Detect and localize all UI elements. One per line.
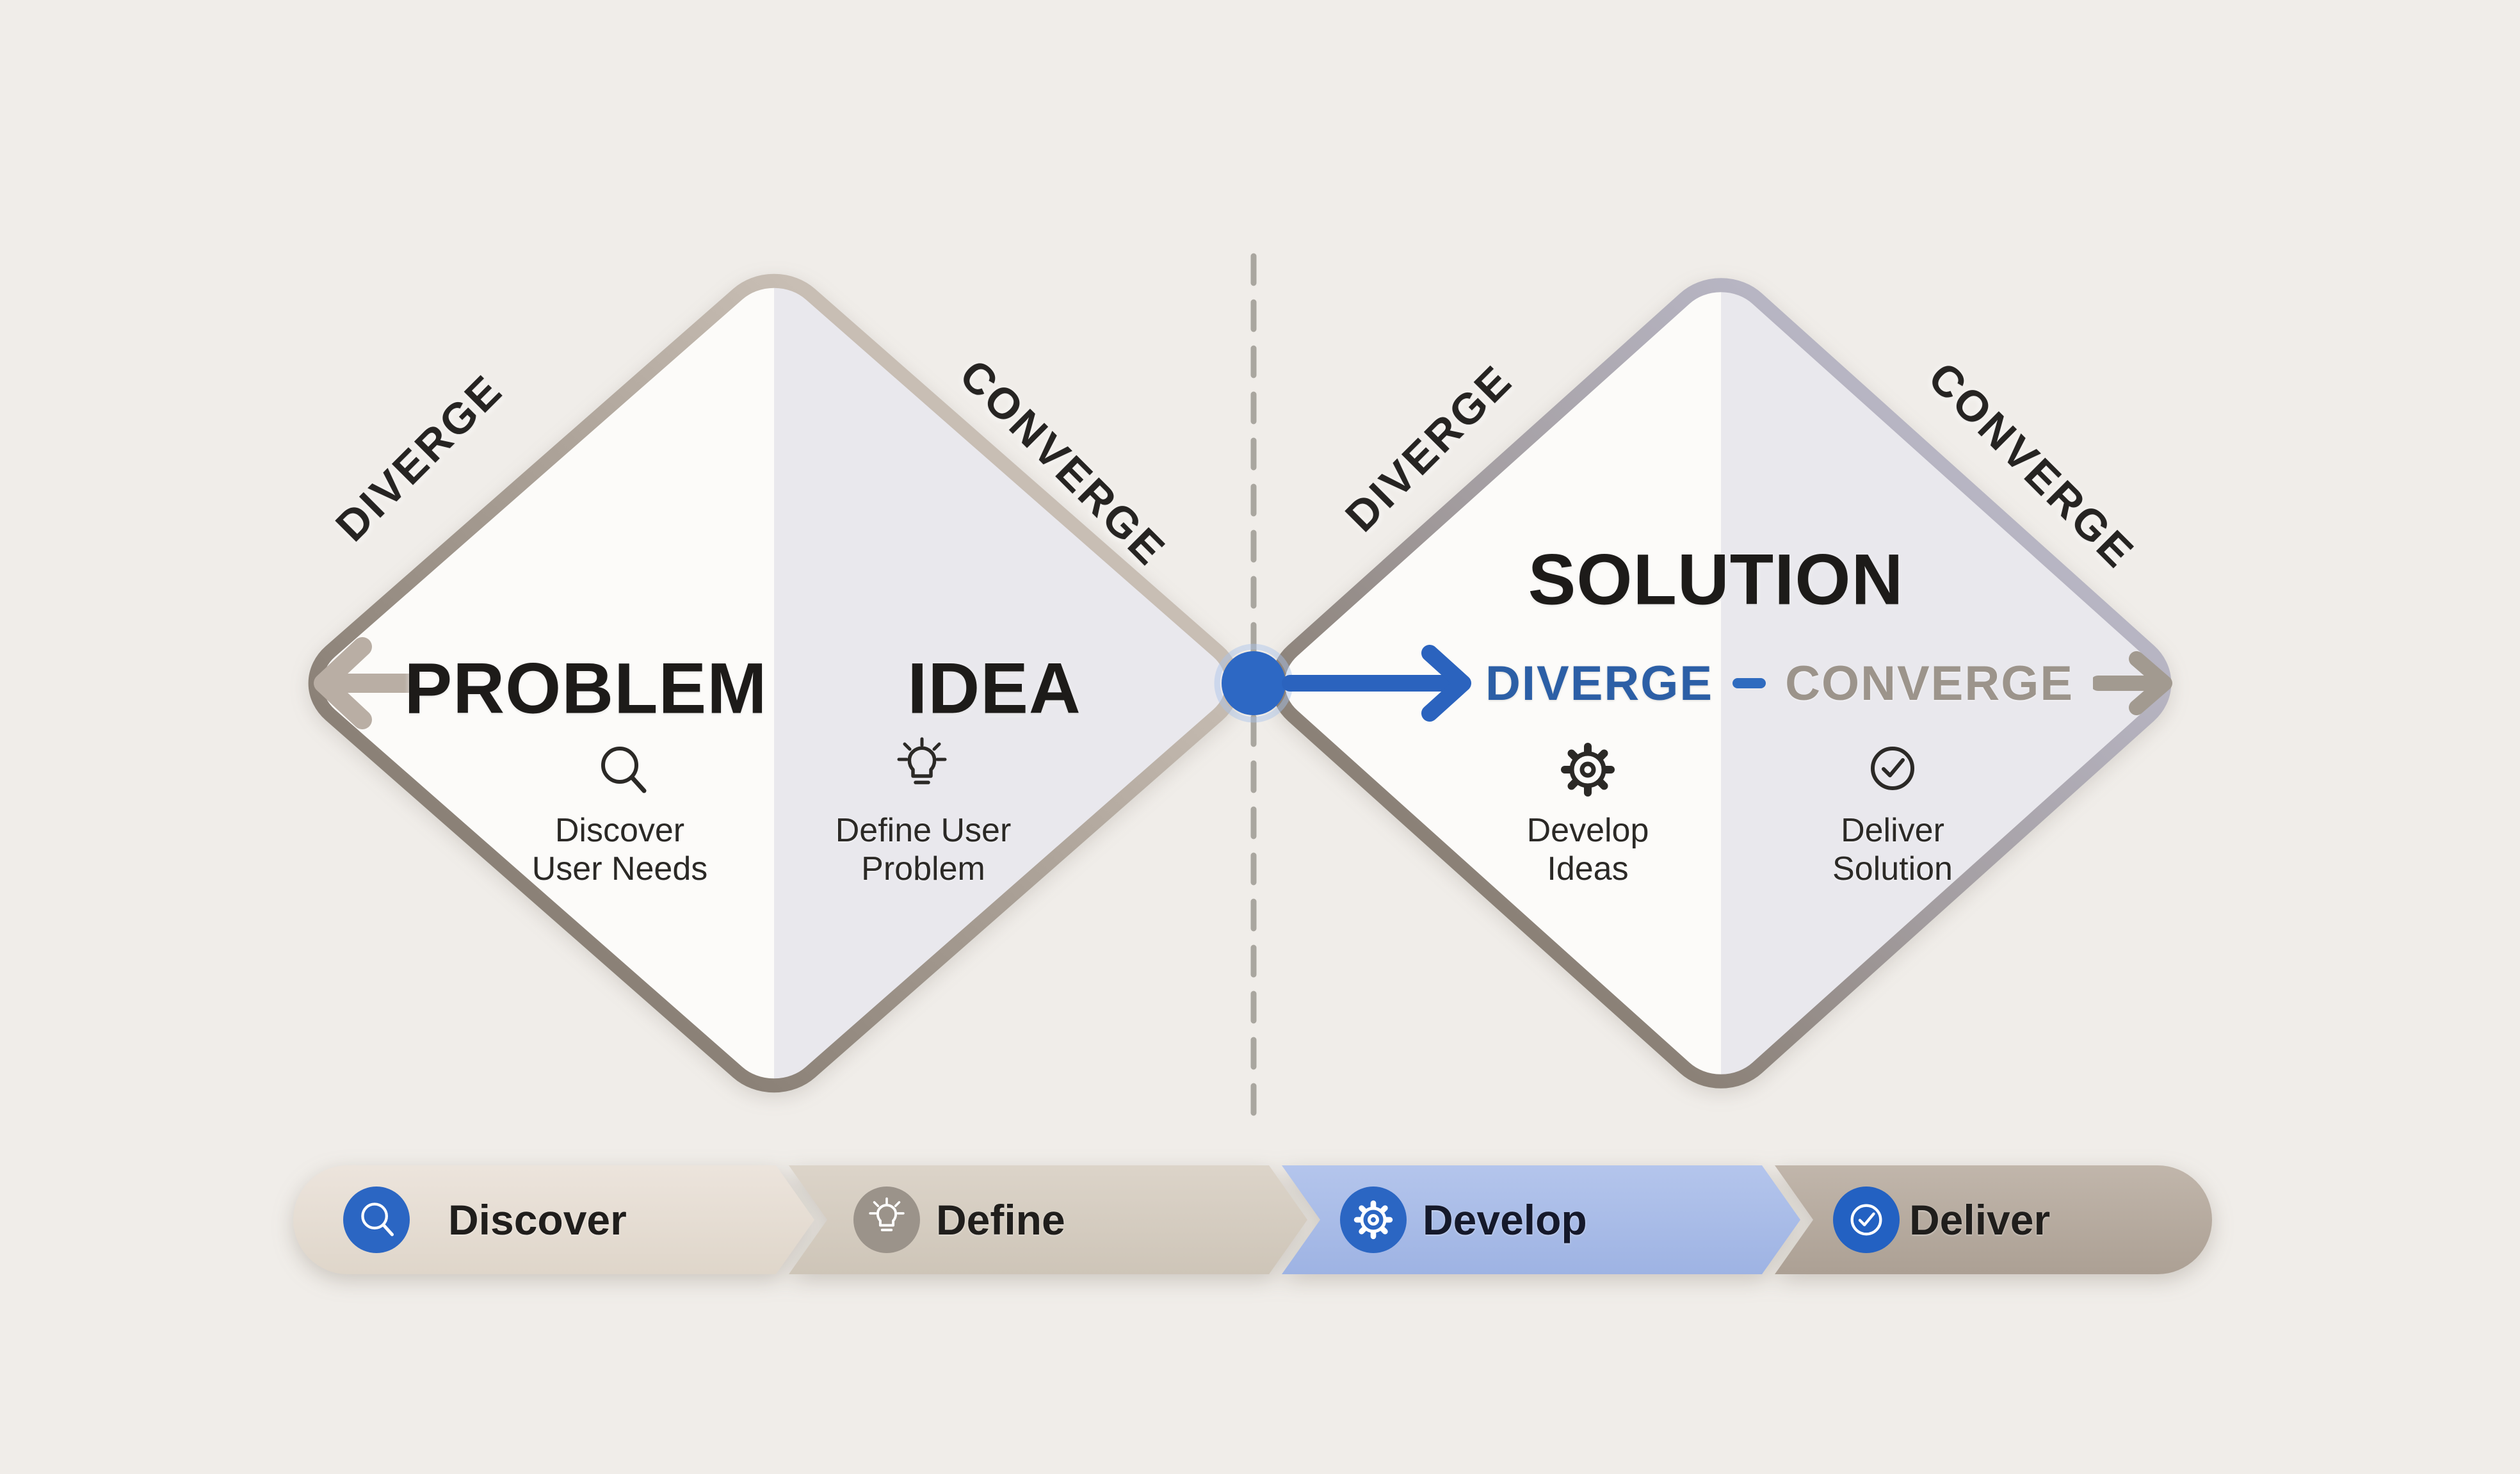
stage-label-define: Define — [936, 1196, 1065, 1243]
right-diamond-outline — [1257, 266, 2186, 1101]
develop-caption-line2: Ideas — [1547, 850, 1629, 887]
process-bar — [293, 1165, 2212, 1274]
develop-caption-line1: Develop — [1526, 812, 1649, 849]
stage-chip-discover — [293, 1165, 814, 1274]
phase-dash — [1732, 678, 1766, 688]
discover-caption-line2: User Needs — [531, 850, 708, 887]
discover-caption: Discover User Needs — [532, 811, 708, 888]
discover-icon-circle — [343, 1186, 410, 1253]
solution-diverge-label: DIVERGE — [1485, 656, 1714, 711]
deliver-caption-line2: Solution — [1832, 850, 1953, 887]
right-arrow-icon — [2093, 651, 2173, 715]
deliver-caption: Deliver Solution — [1832, 811, 1953, 888]
stage-label-develop: Develop — [1423, 1196, 1587, 1243]
define-icon-circle — [853, 1186, 920, 1253]
junction-dot — [1214, 644, 1293, 723]
define-caption-line2: Problem — [861, 850, 985, 887]
stage-label-deliver: Deliver — [1909, 1196, 2051, 1243]
left-arrow-icon — [314, 637, 419, 729]
develop-icon-circle — [1340, 1186, 1407, 1253]
solution-title: SOLUTION — [1528, 539, 1904, 620]
define-caption: Define User Problem — [836, 811, 1012, 888]
deliver-icon-circle — [1833, 1186, 1900, 1253]
problem-title: PROBLEM — [404, 648, 768, 729]
idea-title: IDEA — [907, 648, 1081, 729]
left-diamond-outline — [294, 263, 1254, 1105]
solution-phase-row: DIVERGE CONVERGE — [1485, 651, 2176, 715]
solution-converge-label: CONVERGE — [1785, 656, 2074, 711]
discover-caption-line1: Discover — [554, 812, 685, 849]
define-caption-line1: Define User — [835, 812, 1012, 849]
develop-caption: Develop Ideas — [1527, 811, 1649, 888]
stage-chip-develop — [1282, 1165, 1800, 1274]
deliver-caption-line1: Deliver — [1841, 812, 1944, 849]
stage-label-discover: Discover — [448, 1196, 627, 1243]
stage-chip-define — [789, 1165, 1307, 1274]
blue-arrow-icon — [1282, 645, 1471, 722]
